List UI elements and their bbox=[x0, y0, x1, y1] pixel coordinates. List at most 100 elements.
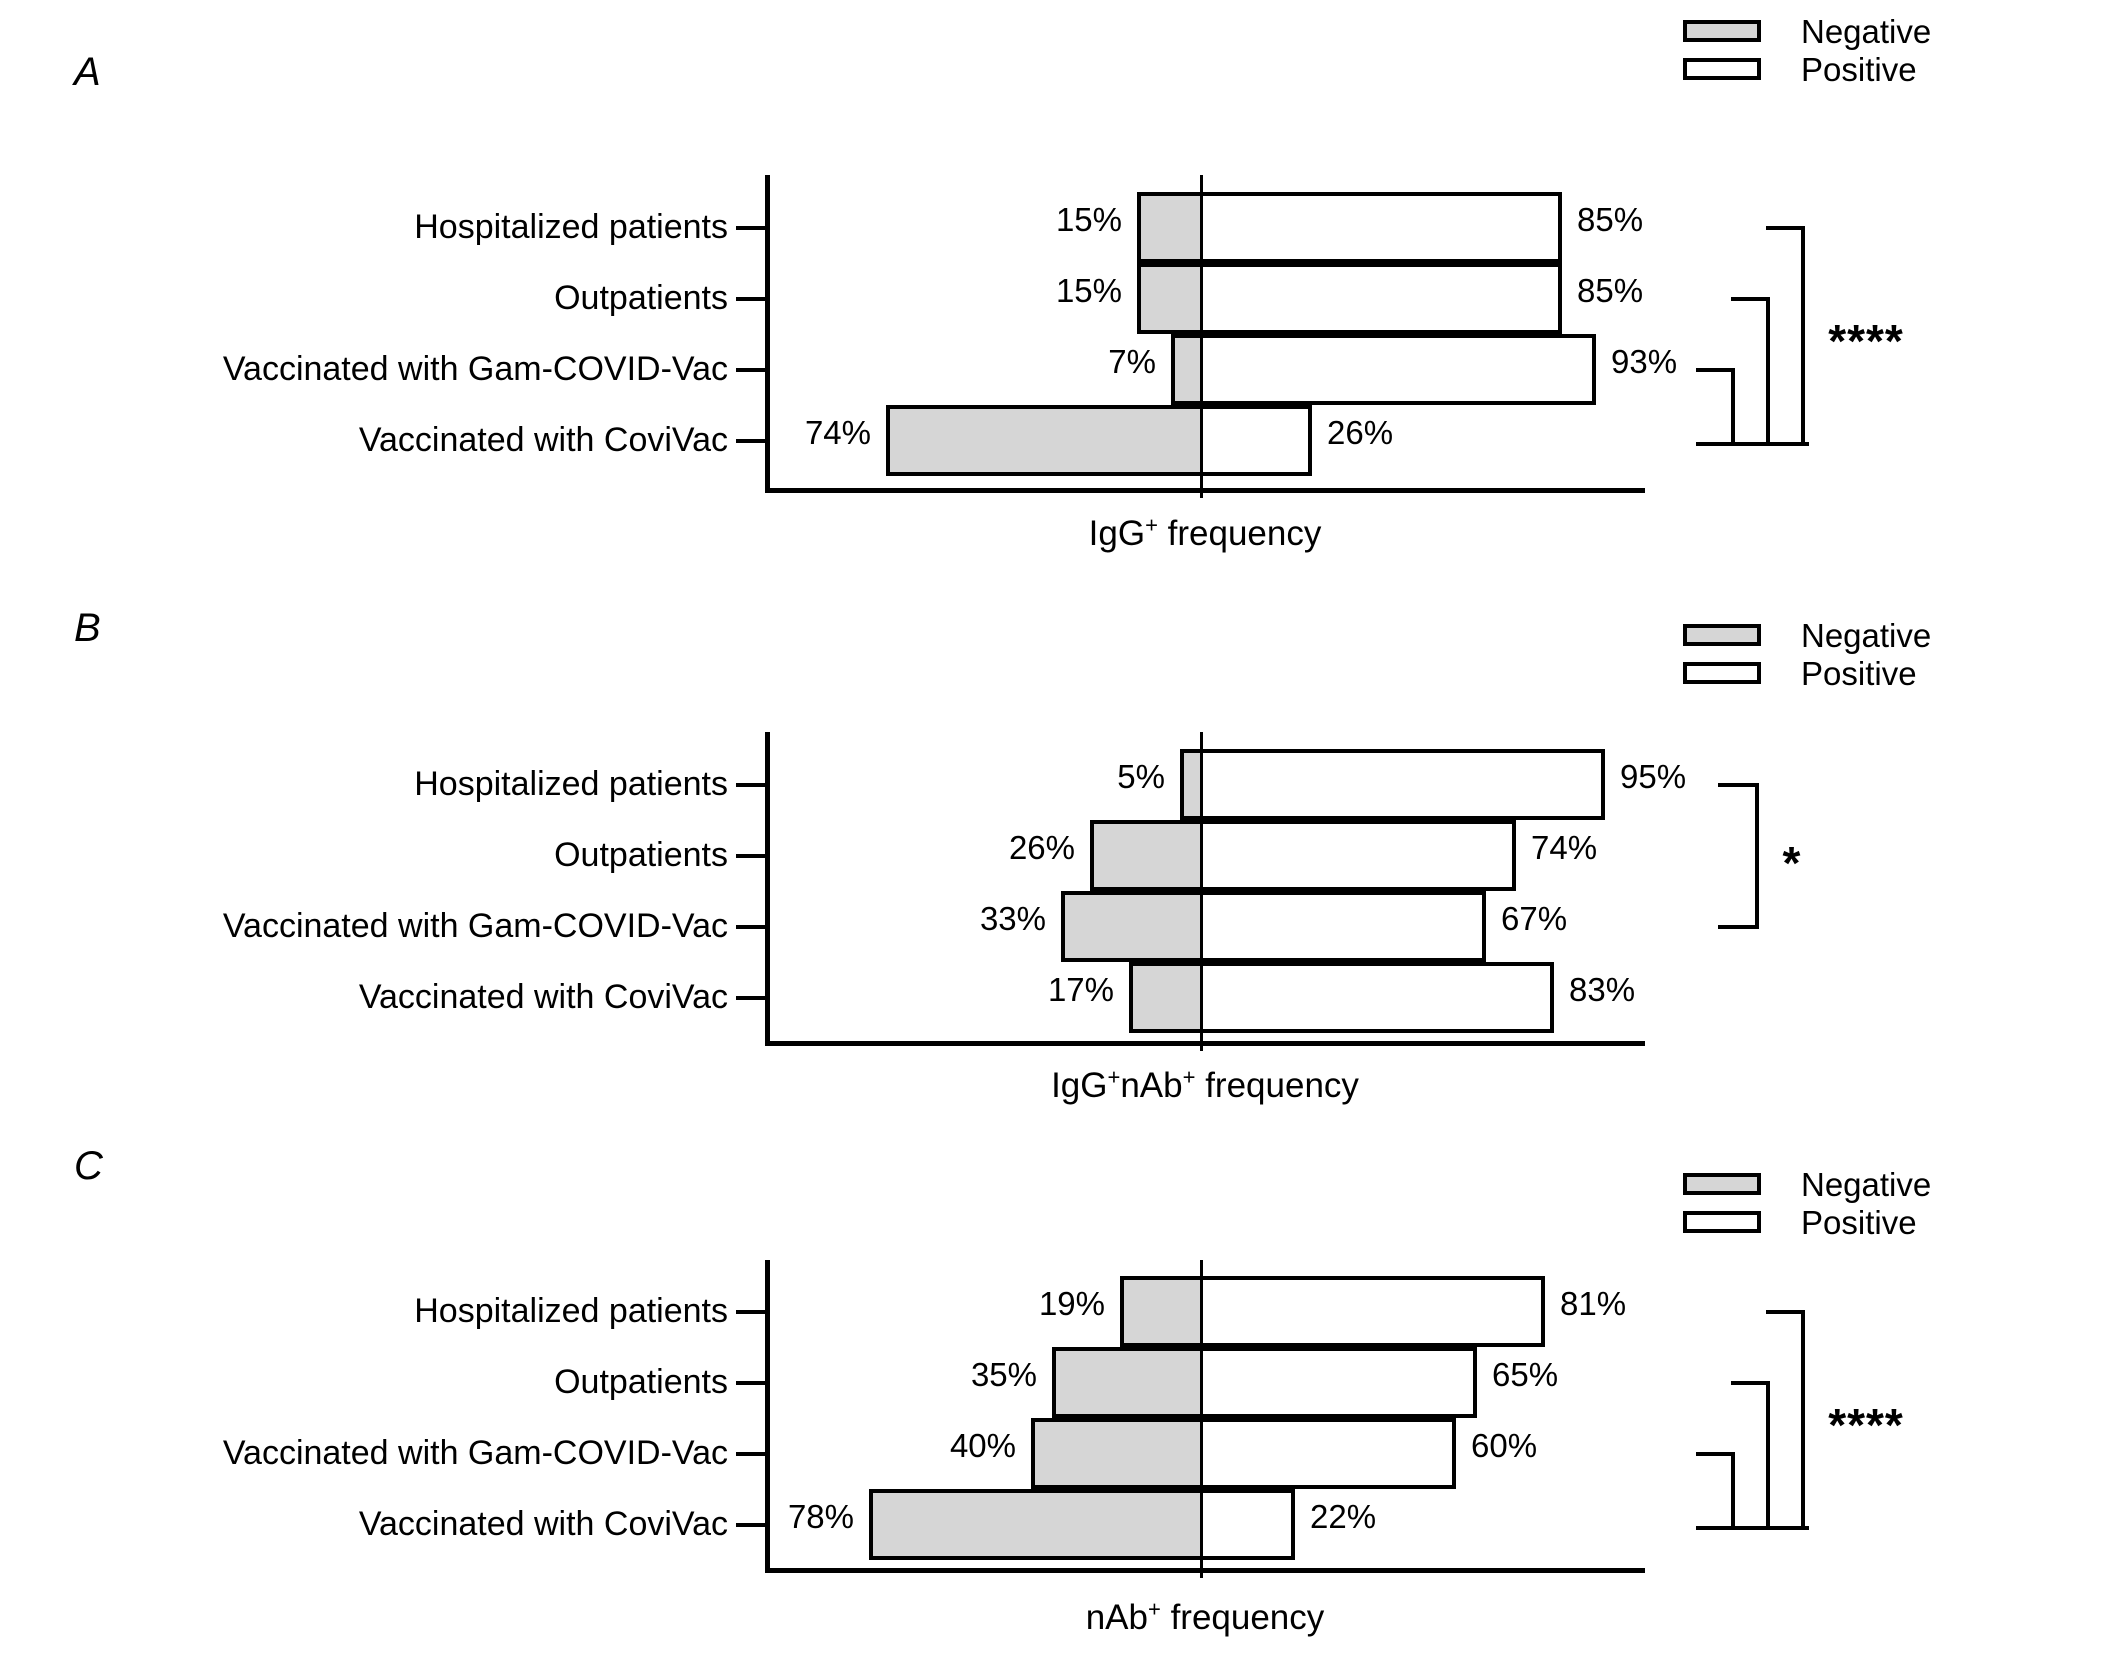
significance-bracket-tick bbox=[1696, 1451, 1731, 1456]
title-superscript: + bbox=[1107, 1064, 1121, 1090]
category-tick bbox=[736, 438, 765, 443]
x-axis-line bbox=[765, 1041, 1645, 1046]
bar-negative bbox=[1031, 1418, 1201, 1489]
significance-stars: **** bbox=[1828, 315, 1904, 367]
value-label-positive: 22% bbox=[1310, 1497, 1377, 1535]
legend-item-positive: Positive bbox=[1683, 50, 1931, 88]
value-label-positive: 65% bbox=[1492, 1355, 1559, 1393]
bar-positive bbox=[1201, 192, 1562, 263]
category-tick bbox=[736, 853, 765, 858]
bar-negative bbox=[1171, 334, 1201, 405]
significance-stars: **** bbox=[1828, 1399, 1904, 1451]
title-superscript: + bbox=[1145, 512, 1158, 538]
category-label: Hospitalized patients bbox=[414, 208, 728, 246]
value-label-positive: 74% bbox=[1531, 828, 1598, 866]
bar-negative bbox=[1137, 263, 1201, 334]
bar-negative bbox=[1061, 891, 1201, 962]
legend-label-negative: Negative bbox=[1801, 1165, 1932, 1203]
value-label-positive: 26% bbox=[1327, 413, 1394, 451]
significance-bracket-bottom bbox=[1696, 441, 1809, 446]
significance-bracket-tick bbox=[1696, 367, 1731, 372]
value-label-negative: 78% bbox=[787, 1497, 854, 1535]
title-text: nAb bbox=[1120, 1066, 1183, 1105]
significance-bracket-vertical bbox=[1766, 1380, 1770, 1530]
bar-positive bbox=[1201, 405, 1312, 476]
value-label-positive: 60% bbox=[1471, 1426, 1538, 1464]
title-text: frequency bbox=[1157, 514, 1322, 553]
value-label-positive: 85% bbox=[1577, 200, 1644, 238]
legend-label-positive: Positive bbox=[1801, 50, 1917, 88]
legend-label-positive: Positive bbox=[1801, 1203, 1917, 1241]
category-tick bbox=[736, 782, 765, 787]
negative-swatch-icon bbox=[1683, 1173, 1761, 1195]
y-axis-spine bbox=[765, 1260, 770, 1573]
legend-item-negative: Negative bbox=[1683, 1165, 1931, 1203]
bar-positive bbox=[1201, 749, 1605, 820]
title-text: IgG bbox=[1088, 514, 1146, 553]
x-axis-line bbox=[765, 1568, 1645, 1573]
bar-positive bbox=[1201, 962, 1554, 1033]
value-label-positive: 93% bbox=[1611, 342, 1678, 380]
bar-positive bbox=[1201, 1347, 1477, 1418]
bar-negative bbox=[886, 405, 1201, 476]
category-tick bbox=[736, 225, 765, 230]
category-label: Vaccinated with CoviVac bbox=[358, 1505, 728, 1543]
significance-bracket-tick bbox=[1766, 1309, 1801, 1314]
zero-line bbox=[1200, 175, 1203, 498]
x-axis-title-c: nAb+ frequency bbox=[765, 1598, 1645, 1638]
category-label: Outpatients bbox=[554, 279, 728, 317]
x-axis-title-a: IgG+ frequency bbox=[765, 514, 1645, 554]
category-label: Hospitalized patients bbox=[414, 1292, 728, 1330]
legend-item-negative: Negative bbox=[1683, 12, 1931, 50]
significance-bracket-vertical bbox=[1801, 225, 1805, 446]
bar-negative bbox=[869, 1489, 1201, 1560]
significance-bracket-vertical bbox=[1766, 296, 1770, 446]
value-label-positive: 81% bbox=[1560, 1284, 1627, 1322]
bar-positive bbox=[1201, 820, 1516, 891]
category-tick bbox=[736, 995, 765, 1000]
significance-bracket-vertical bbox=[1731, 367, 1735, 446]
bar-positive bbox=[1201, 1489, 1295, 1560]
category-tick bbox=[736, 367, 765, 372]
value-label-positive: 67% bbox=[1501, 899, 1568, 937]
title-superscript: + bbox=[1182, 1064, 1196, 1090]
bar-positive bbox=[1201, 891, 1486, 962]
category-label: Outpatients bbox=[554, 836, 728, 874]
category-tick bbox=[736, 1451, 765, 1456]
value-label-negative: 15% bbox=[1055, 271, 1122, 309]
bar-negative bbox=[1129, 962, 1201, 1033]
value-label-negative: 33% bbox=[979, 899, 1046, 937]
category-label: Vaccinated with Gam-COVID-Vac bbox=[222, 350, 728, 388]
value-label-negative: 17% bbox=[1047, 970, 1114, 1008]
bar-positive bbox=[1201, 1276, 1545, 1347]
negative-swatch-icon bbox=[1683, 20, 1761, 42]
panel-letter-c: C bbox=[74, 1144, 103, 1188]
zero-line bbox=[1200, 732, 1203, 1051]
category-tick bbox=[736, 924, 765, 929]
legend-panel-b: Negative Positive bbox=[1683, 616, 1931, 692]
legend-label-positive: Positive bbox=[1801, 654, 1917, 692]
category-tick bbox=[736, 296, 765, 301]
significance-bracket-bottom bbox=[1696, 1525, 1809, 1530]
bar-negative bbox=[1137, 192, 1201, 263]
value-label-negative: 35% bbox=[970, 1355, 1037, 1393]
bar-positive bbox=[1201, 263, 1562, 334]
legend-label-negative: Negative bbox=[1801, 616, 1932, 654]
category-label: Vaccinated with Gam-COVID-Vac bbox=[222, 1434, 728, 1472]
legend-panel-a: Negative Positive bbox=[1683, 12, 1931, 88]
legend-label-negative: Negative bbox=[1801, 12, 1932, 50]
significance-bracket-vertical bbox=[1801, 1309, 1805, 1530]
x-axis-line bbox=[765, 488, 1645, 493]
zero-line bbox=[1200, 1260, 1203, 1578]
value-label-negative: 19% bbox=[1038, 1284, 1105, 1322]
legend-panel-c: Negative Positive bbox=[1683, 1165, 1931, 1241]
panel-letter-b: B bbox=[74, 606, 101, 650]
title-superscript: + bbox=[1147, 1596, 1161, 1622]
value-label-negative: 26% bbox=[1008, 828, 1075, 866]
x-axis-title-b: IgG+nAb+ frequency bbox=[765, 1066, 1645, 1106]
category-label: Vaccinated with Gam-COVID-Vac bbox=[222, 907, 728, 945]
panel-letter-a: A bbox=[74, 50, 101, 94]
legend-item-positive: Positive bbox=[1683, 1203, 1931, 1241]
category-tick bbox=[736, 1522, 765, 1527]
positive-swatch-icon bbox=[1683, 662, 1761, 684]
